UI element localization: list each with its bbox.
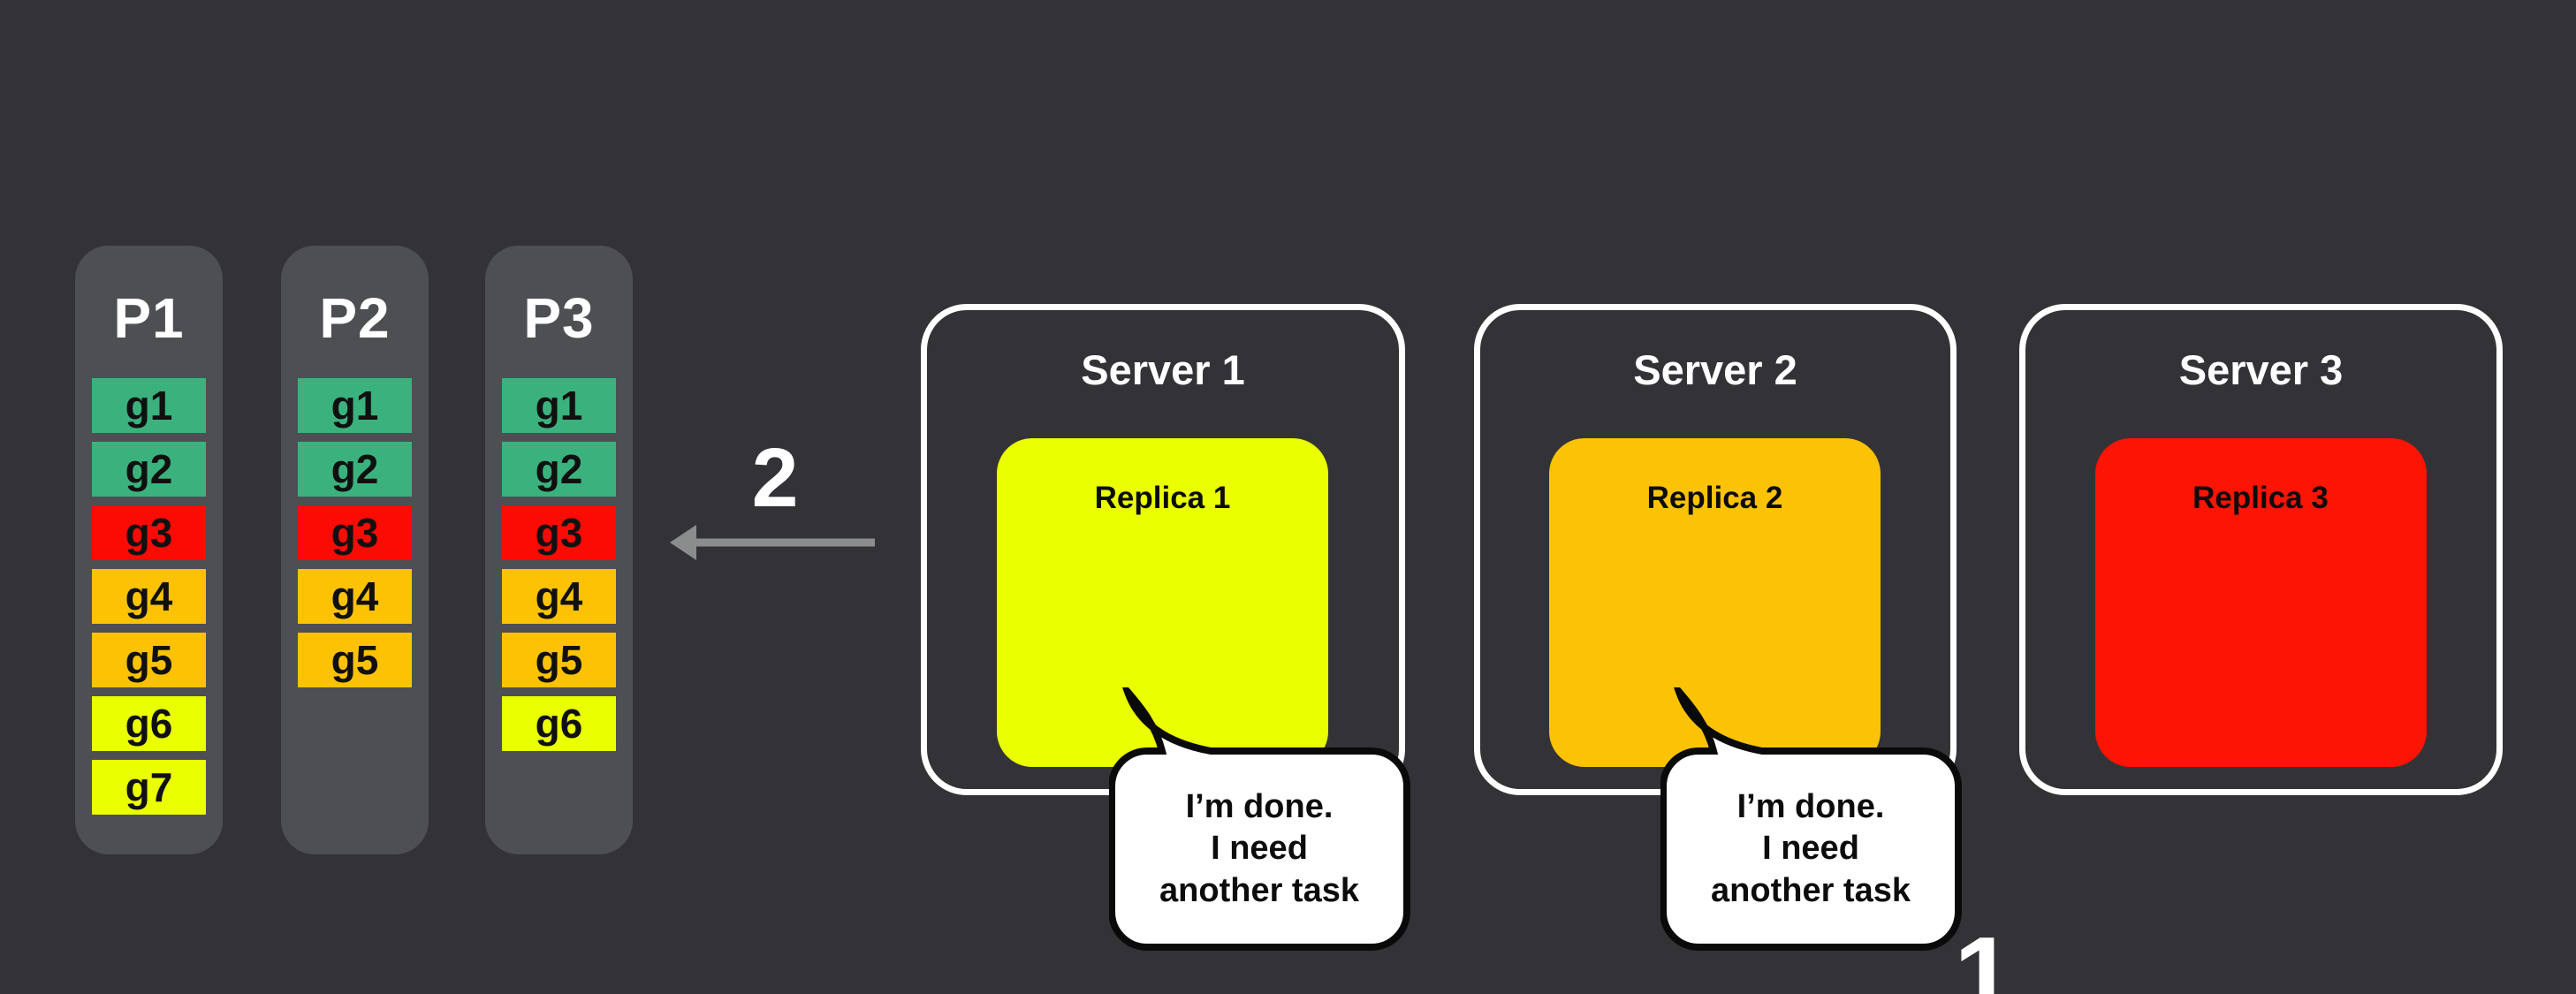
task-block: g2 (502, 442, 616, 497)
arrow-left-icon (670, 525, 875, 560)
task-block: g6 (502, 696, 616, 751)
task-block: g1 (298, 378, 412, 433)
step-2-label: 2 (751, 431, 799, 525)
task-list: g1 g2 g3 g4 g5 g6 g7 (75, 378, 223, 815)
replica-1-box: Replica 1 (997, 438, 1328, 767)
task-block: g3 (92, 505, 206, 560)
task-block: g2 (298, 442, 412, 497)
partition-column-p3: P3 g1 g2 g3 g4 g5 g6 (485, 246, 633, 854)
task-block: g2 (92, 442, 206, 497)
server-title: Server 1 (1081, 346, 1245, 393)
bubble-line: another task (1711, 871, 1911, 909)
partition-title: P1 (113, 286, 185, 350)
step-1-label: 1 (1954, 914, 2014, 994)
task-block: g3 (502, 505, 616, 560)
task-list: g1 g2 g3 g4 g5 (281, 378, 429, 687)
task-block: g4 (502, 569, 616, 624)
bubble-text: I’m done. I need another task (1112, 751, 1407, 947)
replica-label: Replica 1 (1094, 481, 1231, 515)
replica-label: Replica 2 (1646, 481, 1783, 515)
speech-bubble-icon (1109, 687, 1410, 951)
bubble-line: another task (1159, 871, 1359, 909)
task-block: g5 (298, 633, 412, 687)
speech-bubble-replica-2: I’m done. I need another task (1660, 687, 1965, 952)
task-block: g1 (92, 378, 206, 433)
bubble-line: I need (1211, 830, 1308, 868)
task-block: g3 (298, 505, 412, 560)
partition-column-p1: P1 g1 g2 g3 g4 g5 g6 g7 (75, 246, 223, 854)
task-block: g6 (92, 696, 206, 751)
task-block: g5 (502, 633, 616, 687)
task-block: g4 (92, 569, 206, 624)
bubble-line: I’m done. (1185, 787, 1334, 825)
partition-column-p2: P2 g1 g2 g3 g4 g5 (281, 246, 429, 854)
speech-bubble-replica-1: I’m done. I need another task (1109, 687, 1414, 952)
replica-3-box: Replica 3 (2094, 438, 2427, 767)
server-title: Server 2 (1633, 346, 1797, 393)
task-block: g4 (298, 569, 412, 624)
task-block: g1 (502, 378, 616, 433)
task-list: g1 g2 g3 g4 g5 g6 (485, 378, 633, 751)
partition-title: P3 (523, 286, 595, 350)
replica-2-box: Replica 2 (1549, 438, 1881, 767)
bubble-line: I’m done. (1736, 787, 1885, 825)
task-block: g7 (92, 760, 206, 815)
server-1-box: Server 1 Replica 1 (921, 304, 1405, 795)
partition-title: P2 (319, 286, 391, 350)
bubble-line: I need (1762, 830, 1859, 868)
server-title: Server 3 (2178, 346, 2344, 393)
speech-bubble-icon (1660, 687, 1962, 951)
bubble-text: I’m done. I need another task (1663, 751, 1958, 947)
replica-label: Replica 3 (2192, 481, 2329, 515)
server-3-box: Server 3 Replica 3 (2019, 304, 2503, 795)
task-block: g5 (92, 633, 206, 687)
